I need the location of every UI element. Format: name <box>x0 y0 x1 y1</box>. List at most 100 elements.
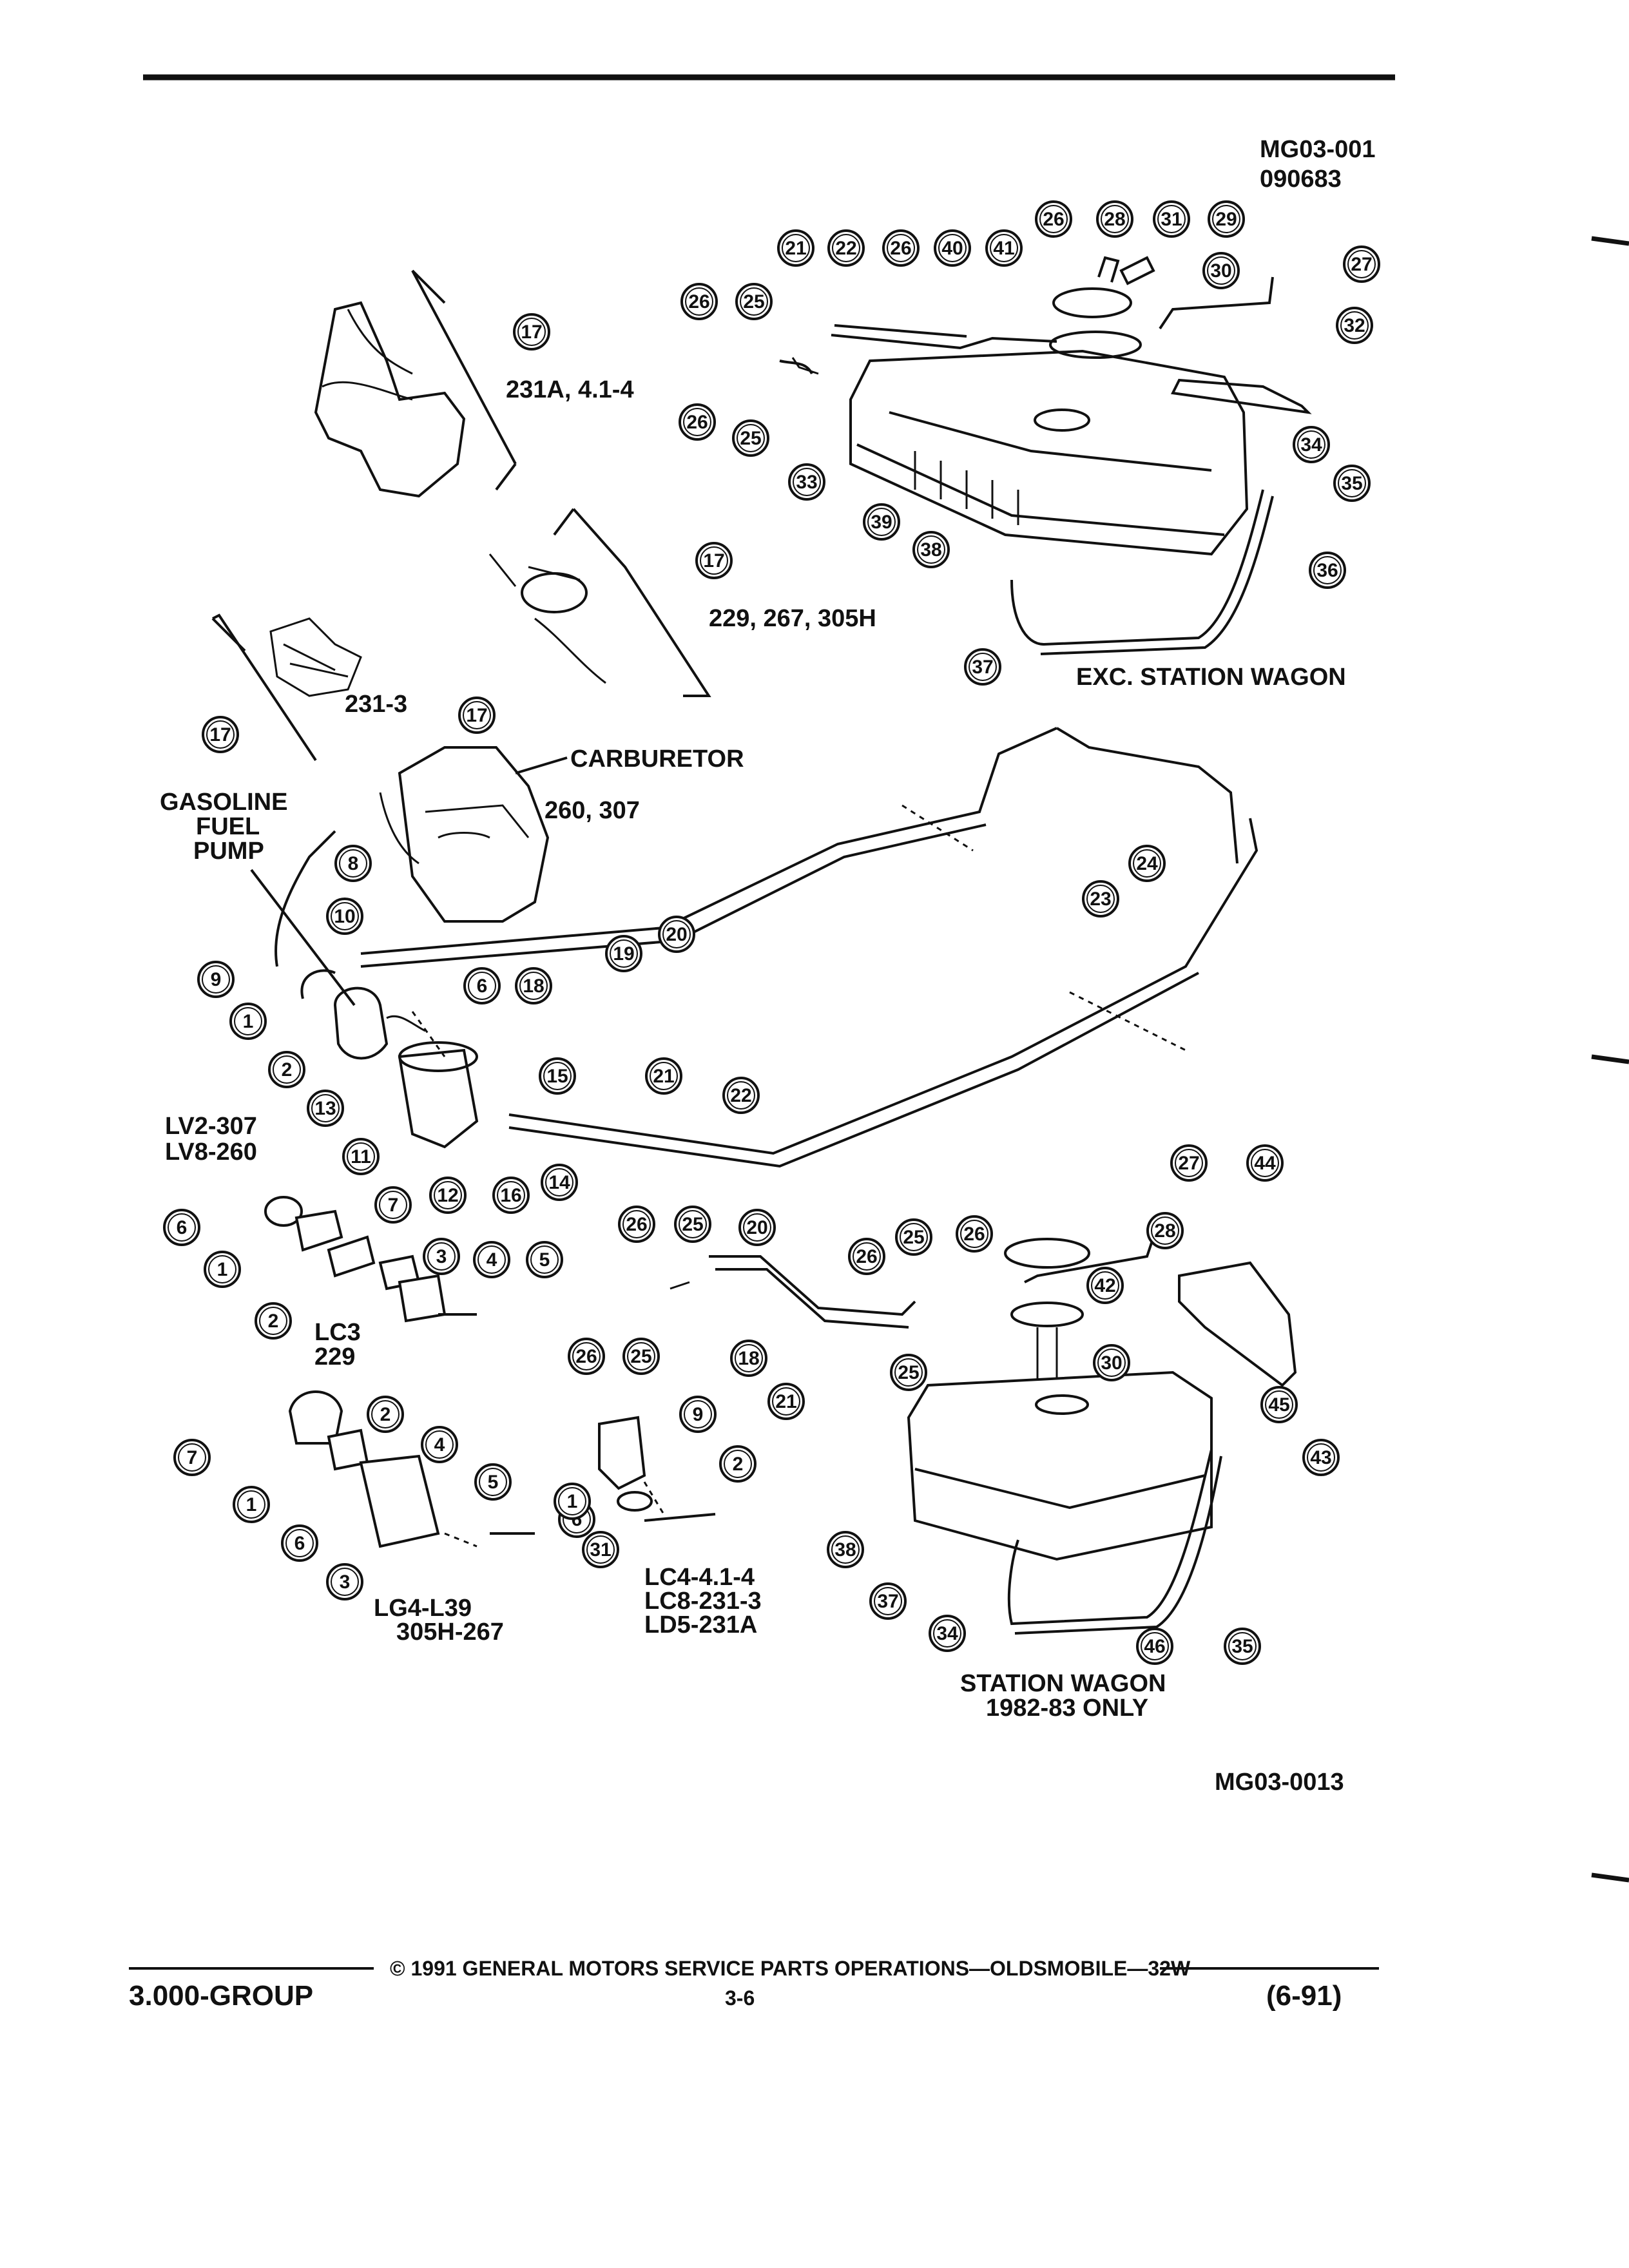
callout-inner-circle <box>853 1242 881 1271</box>
callout-40: 40 <box>934 229 971 267</box>
callout-circle <box>985 229 1023 267</box>
callout-circle <box>788 463 825 501</box>
callout-17: 17 <box>695 542 733 579</box>
callout-number: 6 <box>477 975 488 997</box>
callout-number: 17 <box>466 705 487 726</box>
callout-circle <box>163 1209 200 1246</box>
callout-circle <box>1093 1344 1130 1381</box>
callout-inner-circle <box>572 1342 601 1370</box>
callout-25: 25 <box>622 1338 660 1375</box>
callout-inner-circle <box>311 1094 340 1122</box>
callout-inner-circle <box>425 1430 454 1459</box>
callout-25: 25 <box>732 419 769 457</box>
callout-number: 18 <box>523 975 544 997</box>
callout-number: 25 <box>630 1346 651 1367</box>
callout-circle <box>895 1218 932 1256</box>
callout-circle <box>1246 1144 1284 1182</box>
label-lc3: LC3 <box>314 1319 361 1346</box>
callout-circle <box>334 845 372 882</box>
callout-inner-circle <box>1151 1216 1179 1245</box>
callout-inner-circle <box>1340 311 1369 340</box>
label-gasoline: GASOLINE <box>160 789 287 816</box>
callout-14: 14 <box>541 1164 578 1201</box>
callout-33: 33 <box>788 463 825 501</box>
callout-inner-circle <box>740 287 768 316</box>
callout-inner-circle <box>331 902 359 930</box>
callout-17: 17 <box>458 697 496 734</box>
label-lc8: LC8-231-3 <box>644 1588 762 1615</box>
callout-inner-circle <box>273 1055 301 1084</box>
callout-number: 17 <box>209 724 231 745</box>
callout-2: 2 <box>367 1396 404 1433</box>
callout-42: 42 <box>1086 1267 1124 1304</box>
callout-inner-circle <box>960 1220 988 1248</box>
callout-21: 21 <box>777 229 815 267</box>
callout-circle <box>1146 1212 1184 1249</box>
callout-circle <box>554 1483 591 1520</box>
label-lg4: LG4-L39 <box>374 1595 472 1622</box>
callout-9: 9 <box>197 961 235 998</box>
callout-13: 13 <box>307 1090 344 1127</box>
callout-number: 13 <box>314 1098 336 1119</box>
callout-inner-circle <box>1133 849 1161 878</box>
callout-circle <box>421 1426 458 1463</box>
callout-inner-circle <box>990 234 1018 262</box>
engine-detail-229 <box>488 508 711 697</box>
callout-number: 43 <box>1310 1447 1331 1468</box>
pump-lc4 <box>598 1416 716 1522</box>
callout-34: 34 <box>929 1615 966 1652</box>
callout-inner-circle <box>168 1213 196 1242</box>
callout-inner-circle <box>933 1619 961 1648</box>
callout-number: 40 <box>941 238 963 259</box>
callout-36: 36 <box>1309 552 1346 589</box>
callout-number: 37 <box>877 1591 898 1612</box>
callout-number: 1 <box>246 1494 257 1515</box>
upper-fuel-tank <box>779 256 1312 655</box>
callout-4: 4 <box>421 1426 458 1463</box>
callout-number: 38 <box>834 1539 856 1561</box>
callout-circle <box>674 1206 711 1243</box>
callout-inner-circle <box>700 546 728 575</box>
callout-4: 4 <box>473 1241 510 1278</box>
callout-circle <box>342 1138 380 1175</box>
callout-inner-circle <box>206 720 235 749</box>
callout-number: 19 <box>613 943 634 965</box>
callout-number: 23 <box>1090 889 1111 910</box>
callout-22: 22 <box>722 1077 760 1114</box>
label-lc4: LC4-4.1-4 <box>644 1564 755 1591</box>
engine-detail-231a <box>314 269 517 498</box>
callout-number: 39 <box>871 512 892 533</box>
callout-number: 26 <box>963 1224 985 1245</box>
callout-15: 15 <box>539 1057 576 1095</box>
callout-32: 32 <box>1336 307 1373 344</box>
callout-circle <box>912 531 950 568</box>
callout-10: 10 <box>326 898 363 935</box>
callout-inner-circle <box>1212 205 1240 233</box>
callout-circle <box>268 1051 305 1088</box>
callout-circle <box>541 1164 578 1201</box>
callout-number: 35 <box>1341 473 1362 494</box>
callout-35: 35 <box>1333 465 1371 502</box>
callout-number: 26 <box>856 1246 877 1267</box>
callout-26: 26 <box>1035 200 1072 238</box>
callout-inner-circle <box>874 1587 902 1615</box>
callout-number: 26 <box>575 1346 597 1367</box>
callout-44: 44 <box>1246 1144 1284 1182</box>
callout-number: 44 <box>1254 1153 1276 1174</box>
label-fuel: FUEL <box>196 813 260 840</box>
footer-copyright: © 1991 GENERAL MOTORS SERVICE PARTS OPER… <box>390 1957 1191 1980</box>
callout-25: 25 <box>890 1354 927 1391</box>
callout-21: 21 <box>767 1383 805 1420</box>
callout-circle <box>956 1215 993 1253</box>
callout-12: 12 <box>429 1177 467 1214</box>
callout-number: 1 <box>567 1491 578 1512</box>
callout-5: 5 <box>474 1463 512 1501</box>
callout-circle <box>964 648 1001 686</box>
callout-38: 38 <box>912 531 950 568</box>
callout-inner-circle <box>1097 1349 1126 1377</box>
callout-inner-circle <box>969 653 997 681</box>
callout-number: 28 <box>1154 1220 1175 1242</box>
callout-circle <box>1208 200 1245 238</box>
callout-circle <box>934 229 971 267</box>
callout-circle <box>513 313 550 351</box>
